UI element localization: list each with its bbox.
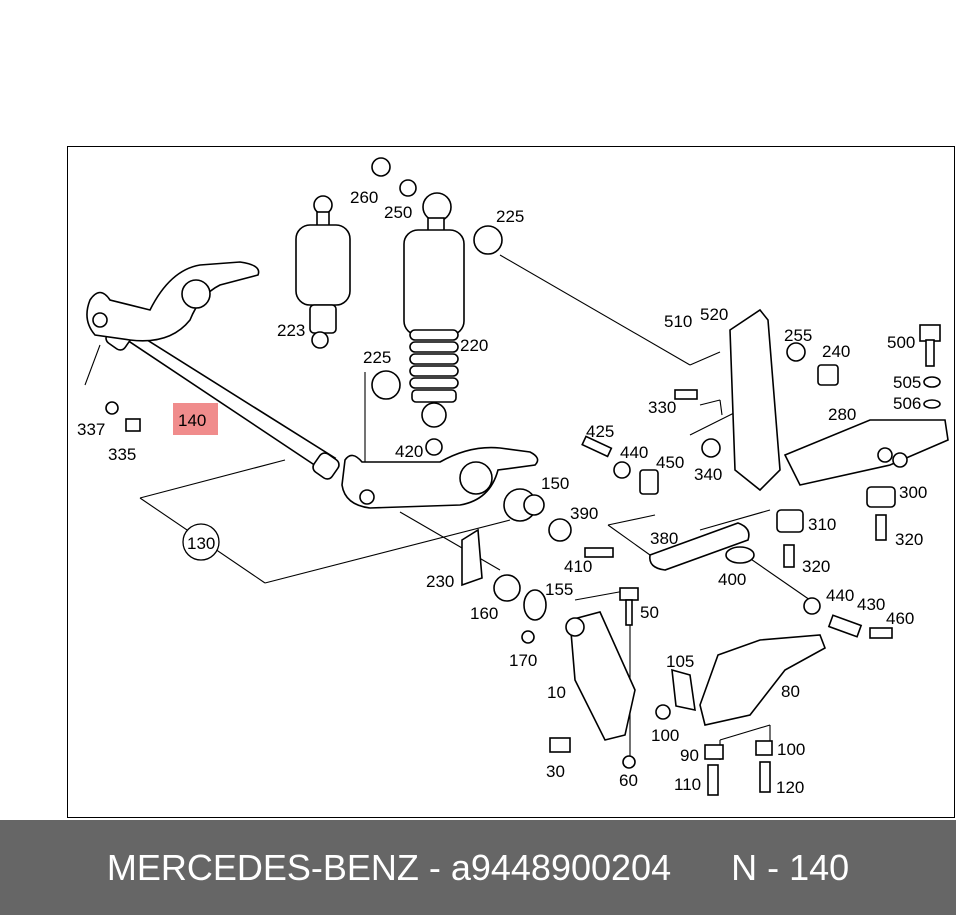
callout-circle-130: [182, 523, 220, 561]
callout-460: 460: [886, 609, 914, 628]
callout-520: 520: [700, 305, 728, 324]
callout-310: 310: [808, 515, 836, 534]
callout-335: 335: [108, 445, 136, 464]
callout-506: 506: [893, 394, 921, 413]
right-link-arm: [341, 446, 539, 509]
footer-bar: [0, 820, 956, 915]
frame-bracket-280: [729, 308, 949, 639]
footer-part-info: MERCEDES-BENZ - a9448900204 N - 140: [106, 847, 850, 888]
callout-430: 430: [857, 595, 885, 614]
callout-440-mid: 440: [620, 443, 648, 462]
callout-420: 420: [395, 442, 423, 461]
callout-330: 330: [648, 398, 676, 417]
callout-250: 250: [384, 203, 412, 222]
callout-225-top: 225: [496, 207, 524, 226]
callout-450: 450: [656, 453, 684, 472]
callout-500: 500: [887, 333, 915, 352]
shock-absorber-220: [403, 192, 465, 428]
callout-80: 80: [781, 682, 800, 701]
bushings: [105, 157, 572, 644]
callout-110: 110: [674, 775, 701, 794]
callout-10: 10: [547, 683, 566, 702]
callout-120: 120: [776, 778, 804, 797]
callout-labels: 260 250 225 223 220 225 420 337 335 140 …: [77, 188, 927, 797]
callout-260: 260: [350, 188, 378, 207]
callout-230: 230: [426, 572, 454, 591]
callout-510: 510: [664, 312, 692, 331]
callout-337: 337: [77, 420, 105, 439]
callout-50: 50: [640, 603, 659, 622]
callout-440-right: 440: [826, 586, 854, 605]
bracket-80: [655, 634, 826, 796]
callout-223: 223: [277, 321, 305, 340]
callout-505: 505: [893, 373, 921, 392]
callout-300: 300: [899, 483, 927, 502]
callout-155: 155: [545, 580, 573, 599]
callout-255: 255: [784, 326, 812, 345]
callout-170: 170: [509, 651, 537, 670]
air-spring-223: [295, 195, 351, 349]
callout-30: 30: [546, 762, 565, 781]
callout-140: 140: [178, 411, 206, 430]
callout-280: 280: [828, 405, 856, 424]
callout-220: 220: [460, 336, 488, 355]
bracket-230: [461, 528, 483, 587]
callout-320-right: 320: [895, 530, 923, 549]
link-plate: [648, 522, 755, 571]
callout-380: 380: [650, 529, 678, 548]
frame-bracket-10: [549, 587, 639, 769]
callout-425: 425: [586, 422, 614, 441]
highlight-box: [173, 403, 218, 435]
callout-60: 60: [619, 771, 638, 790]
bolts-middle: [581, 389, 721, 558]
callout-150: 150: [541, 474, 569, 493]
callout-100-left: 100: [651, 726, 679, 745]
anti-roll-bar: [105, 323, 340, 480]
left-link-arm: [86, 261, 260, 342]
callout-225-mid: 225: [363, 348, 391, 367]
callout-390: 390: [570, 504, 598, 523]
callout-130: 130: [187, 534, 215, 553]
callout-410: 410: [564, 557, 592, 576]
callout-160: 160: [470, 604, 498, 623]
callout-400: 400: [718, 570, 746, 589]
parts-diagram: 260 250 225 223 220 225 420 337 335 140 …: [77, 157, 949, 797]
callout-240: 240: [822, 342, 850, 361]
callout-320-mid: 320: [802, 557, 830, 576]
callout-105: 105: [666, 652, 694, 671]
callout-90: 90: [680, 746, 699, 765]
callout-340: 340: [694, 465, 722, 484]
callout-100-right: 100: [777, 740, 805, 759]
